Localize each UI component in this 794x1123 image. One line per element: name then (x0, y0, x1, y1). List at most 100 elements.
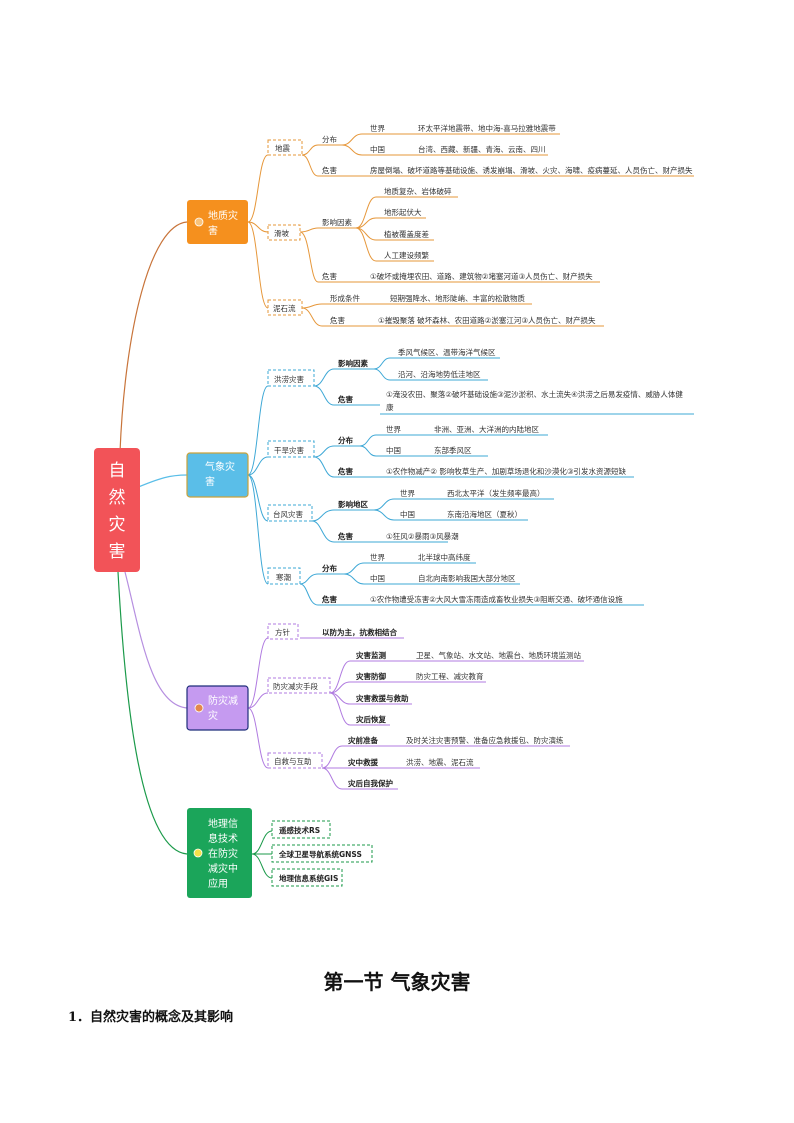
gis-label-4: 减灾中 (208, 862, 238, 875)
cold-harm: 危害 (322, 594, 337, 604)
cold-world-value: 北半球中高纬度 (418, 552, 471, 562)
drought-label: 干旱灾害 (274, 445, 304, 455)
gis-label-1: 地理信 (208, 817, 238, 830)
drought-china: 中国 (386, 445, 401, 455)
eq-dist: 分布 (322, 134, 337, 144)
root-char-4: 害 (109, 542, 126, 562)
typhoon-label: 台风灾害 (273, 509, 303, 519)
eq-harm-value: 房屋倒塌、破坏道路等基础设施、诱发崩塌、滑坡、火灾、海啸、疫病蔓延、人员伤亡、财… (370, 165, 693, 175)
debris-flow-box[interactable] (267, 299, 303, 316)
root-node[interactable]: 自 然 灾 害 (94, 448, 140, 572)
ls-label: 滑坡 (274, 228, 289, 238)
monitor-value: 卫星、气象站、水文站、地震台、地质环境监测站 (416, 650, 581, 660)
gnss-label: 全球卫星导航系统GNSS (278, 849, 362, 859)
eq-china-value: 台湾、西藏、新疆、青海、云南、四川 (418, 144, 546, 154)
ls-factors: 影响因素 (322, 217, 352, 227)
cold-world: 世界 (370, 552, 385, 562)
flood-box[interactable] (267, 369, 315, 387)
df-cond: 形成条件 (330, 293, 360, 303)
flood-harm-value-1: ①淹没农田、聚落②破坏基础设施③泥沙淤积、水土流失④洪涝之后易发疫情、威胁人体健 (386, 389, 683, 399)
df-cond-value: 短期强降水、地形陡峭、丰富的松散物质 (390, 293, 525, 303)
prev-label-2: 灾 (208, 709, 218, 722)
policy-label: 方针 (275, 627, 290, 637)
defense-label: 灾害防御 (356, 671, 386, 681)
rs-box[interactable] (271, 820, 331, 839)
root-char-1: 自 (109, 461, 126, 481)
drought-harm-value: ①农作物减产② 影响牧草生产、加剧草场退化和沙漠化③引发水资源短缺 (386, 466, 627, 476)
prev-label-1: 防灾减 (208, 694, 238, 707)
gis-label-5: 应用 (208, 877, 228, 890)
df-label: 泥石流 (273, 303, 296, 313)
df-harm-value: ①摧毁聚落 破坏森林、农田道路②淤塞江河③人员伤亡、财产损失 (378, 315, 596, 325)
topic-icon (193, 848, 203, 858)
typhoon-world-value: 西北太平洋（发生频率最高） (447, 488, 545, 498)
gis-box[interactable] (271, 868, 343, 887)
drought-dist: 分布 (338, 435, 353, 445)
root-char-2: 然 (109, 488, 126, 508)
means-box[interactable] (267, 677, 331, 694)
typhoon-china: 中国 (400, 509, 415, 519)
before-label: 灾前准备 (348, 735, 378, 745)
ls-factor-3: 植被覆盖度差 (384, 229, 429, 239)
flood-factor-1: 季风气候区、温带海洋气候区 (398, 347, 496, 357)
gis-label-2: 息技术 (208, 832, 238, 845)
prev-node[interactable]: 防灾减 灾 (186, 685, 249, 731)
typhoon-world: 世界 (400, 488, 415, 498)
drought-world: 世界 (386, 424, 401, 434)
gis-node[interactable]: 地理信 息技术 在防灾 减灾中 应用 (187, 808, 252, 898)
gis-sys-label: 地理信息系统GIS (279, 873, 338, 883)
df-harm: 危害 (330, 315, 345, 325)
before-value: 及时关注灾害预警、准备应急救援包、防灾演练 (406, 735, 564, 745)
means-label: 防灾减灾手段 (273, 681, 318, 691)
drought-box[interactable] (267, 440, 315, 458)
topic-icon (194, 217, 204, 227)
eq-world-value: 环太平洋地震带、地中海-喜马拉雅地震带 (418, 123, 556, 133)
self-help-box[interactable] (267, 752, 323, 769)
landslide-box[interactable] (267, 224, 301, 241)
policy-value: 以防为主，抗救相结合 (322, 627, 397, 637)
cold-label: 寒潮 (276, 572, 291, 582)
cold-harm-value: ①农作物遭受冻害②大风大雪冻雨造成畜牧业损失③阻断交通、破坏通信设施 (370, 594, 623, 604)
defense-value: 防灾工程、减灾教育 (416, 671, 484, 681)
eq-world: 世界 (370, 123, 385, 133)
ls-factor-2: 地形起伏大 (384, 207, 422, 217)
geo-label-2: 害 (208, 224, 218, 237)
gnss-box[interactable] (271, 844, 373, 863)
rescue-label: 灾害救援与救助 (356, 693, 409, 703)
flood-label: 洪涝灾害 (274, 374, 304, 384)
recovery-label: 灾后恢复 (356, 714, 386, 724)
typhoon-harm-value: ①狂风②暴雨③风暴潮 (386, 531, 459, 541)
met-label-1: 气象灾 (205, 460, 235, 473)
eq-harm: 危害 (322, 165, 337, 175)
ls-factor-1: 地质复杂、岩体破碎 (384, 186, 452, 196)
ls-harm-value: ①破坏或掩埋农田、道路、建筑物②堵塞河道③人员伤亡、财产损失 (370, 271, 593, 281)
cold-wave-box[interactable] (267, 567, 301, 585)
typhoon-box[interactable] (267, 504, 313, 522)
cold-china-value: 自北向南影响我国大部分地区 (418, 573, 516, 583)
eq-label: 地震 (275, 143, 290, 153)
drought-china-value: 东部季风区 (434, 445, 472, 455)
rs-label: 遥感技术RS (279, 825, 320, 835)
eq-box[interactable] (267, 139, 303, 156)
during-value: 洪涝、地震、泥石流 (406, 757, 474, 767)
eq-china: 中国 (370, 144, 385, 154)
geo-node[interactable]: 地质灾 害 (187, 200, 248, 244)
self-label: 自救与互助 (274, 756, 312, 766)
drought-harm: 危害 (338, 466, 353, 476)
drought-world-value: 非洲、亚洲、大洋洲的内陆地区 (434, 424, 539, 434)
met-label-2: 害 (205, 475, 215, 488)
topic-icon (194, 703, 204, 713)
subsection-heading: 1．自然灾害的概念及其影响 (68, 1010, 234, 1025)
typhoon-area: 影响地区 (338, 499, 368, 509)
ls-harm: 危害 (322, 271, 337, 281)
met-node[interactable]: 气象灾 害 (186, 452, 249, 498)
section-heading: 第一节 气象灾害 (323, 970, 471, 994)
after-label: 灾后自我保护 (348, 778, 393, 788)
flood-factor-2: 沿河、沿海地势低洼地区 (398, 369, 481, 379)
typhoon-harm: 危害 (338, 531, 353, 541)
geo-label-1: 地质灾 (208, 209, 238, 222)
flood-harm-value-2: 康 (386, 402, 394, 412)
policy-box[interactable] (267, 623, 299, 640)
gis-label-3: 在防灾 (208, 847, 238, 860)
